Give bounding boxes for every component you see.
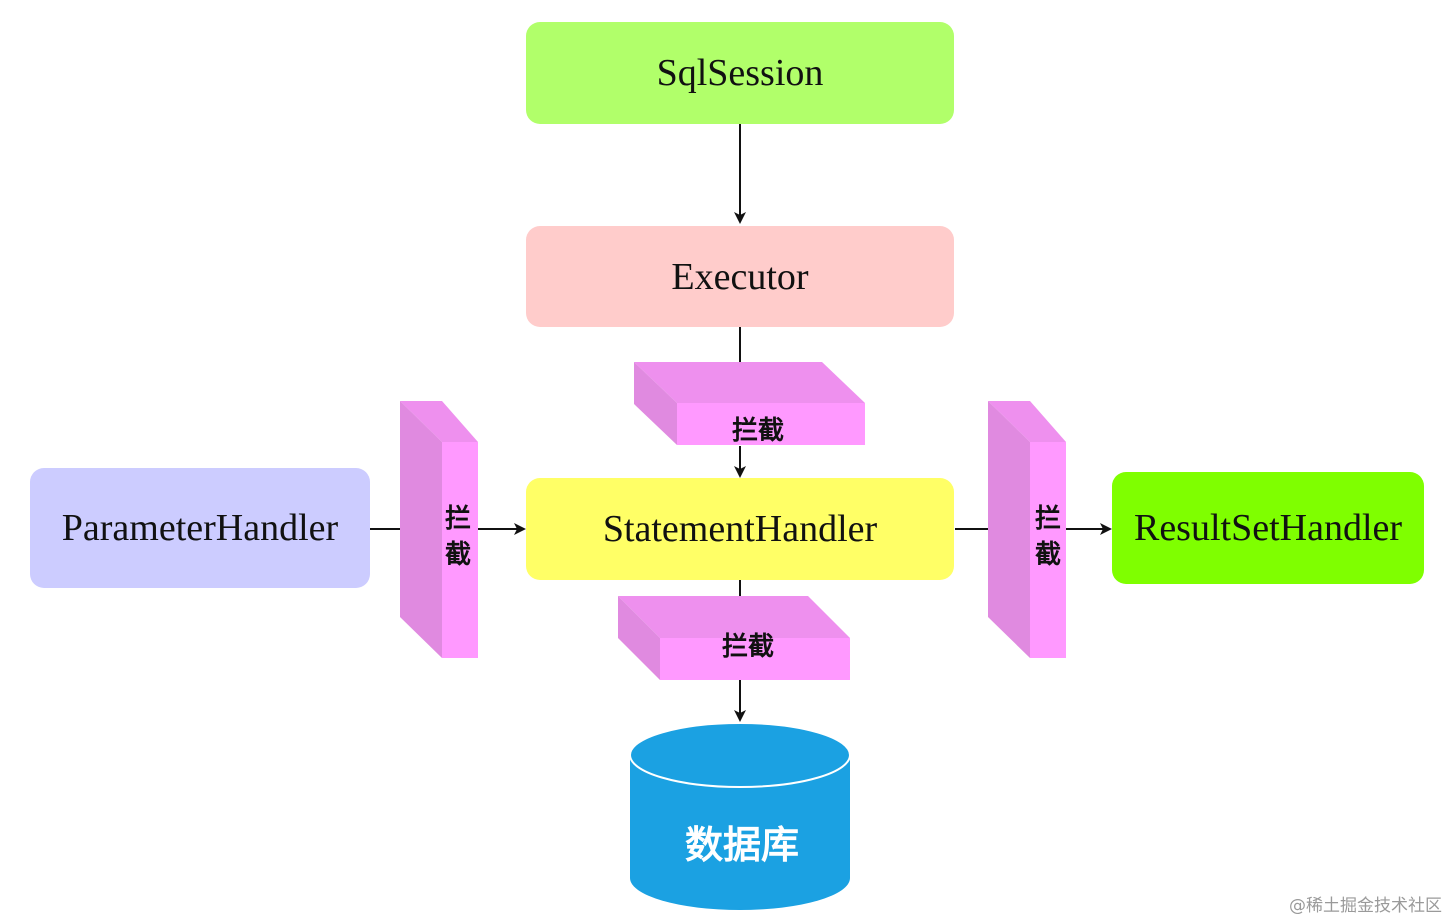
watermark: @稀土掘金技术社区 <box>1289 896 1442 916</box>
interceptor-label-char-1: 拦 <box>445 504 471 534</box>
database-label: 数据库 <box>685 822 799 867</box>
interceptor-label: 拦截 <box>722 632 774 662</box>
executor-node: Executor <box>526 226 954 327</box>
interceptor-statement-database: 拦截 <box>618 596 850 680</box>
sqlsession-label: SqlSession <box>656 52 824 94</box>
executor-label: Executor <box>671 255 809 298</box>
statementhandler-label: StatementHandler <box>602 508 878 550</box>
statementhandler-node: StatementHandler <box>526 478 954 580</box>
interceptor-parameter-statement: 拦 截 <box>400 401 478 658</box>
sqlsession-node: SqlSession <box>526 22 954 124</box>
interceptor-label-char-1: 拦 <box>1035 504 1061 534</box>
interceptor-label: 拦截 <box>732 416 784 446</box>
interceptor-label-char-2: 截 <box>445 540 471 570</box>
parameterhandler-node: ParameterHandler <box>30 468 370 588</box>
resultsethandler-label: ResultSetHandler <box>1133 507 1403 549</box>
database-cylinder: 数据库 <box>629 722 851 910</box>
interceptor-statement-resultset: 拦 截 <box>988 401 1066 658</box>
interceptor-executor-statement: 拦截 <box>634 362 865 446</box>
interceptor-label-char-2: 截 <box>1035 540 1061 570</box>
parameterhandler-label: ParameterHandler <box>61 507 339 549</box>
resultsethandler-node: ResultSetHandler <box>1112 472 1424 584</box>
